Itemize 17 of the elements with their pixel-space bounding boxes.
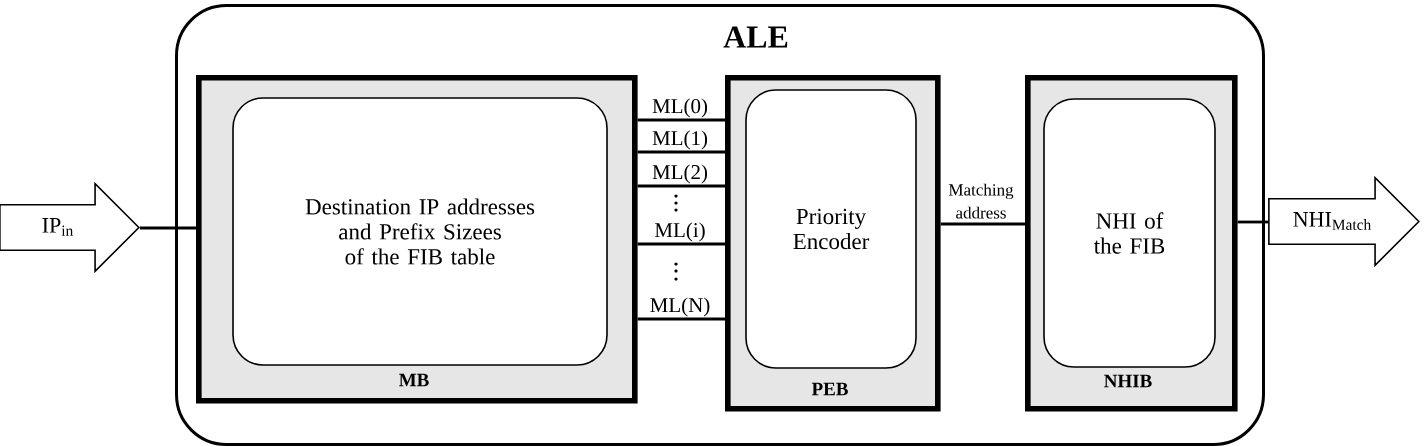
connector-line bbox=[1237, 220, 1269, 224]
connector-line bbox=[637, 118, 725, 122]
edge-label: ML(1) bbox=[652, 130, 708, 150]
edge-label: ML(2) bbox=[652, 164, 708, 184]
edge-label: ML(i) bbox=[654, 222, 705, 242]
connector-line bbox=[637, 184, 725, 188]
edge-label: ML(0) bbox=[652, 98, 708, 118]
edge-label: ML(N) bbox=[650, 297, 710, 317]
connector-line bbox=[637, 242, 725, 246]
edge-label: Matching address bbox=[948, 183, 1014, 219]
connector-line bbox=[637, 317, 725, 321]
connector-line bbox=[637, 150, 725, 154]
rounded-box: Destination IP addresses and Prefix Sizees of the FIB table bbox=[232, 97, 608, 366]
connector-line bbox=[140, 226, 196, 230]
rounded-box: NHI of the FIB bbox=[1043, 98, 1216, 368]
connector-line bbox=[940, 222, 1025, 226]
rounded-box: Priority Encoder bbox=[745, 89, 917, 369]
